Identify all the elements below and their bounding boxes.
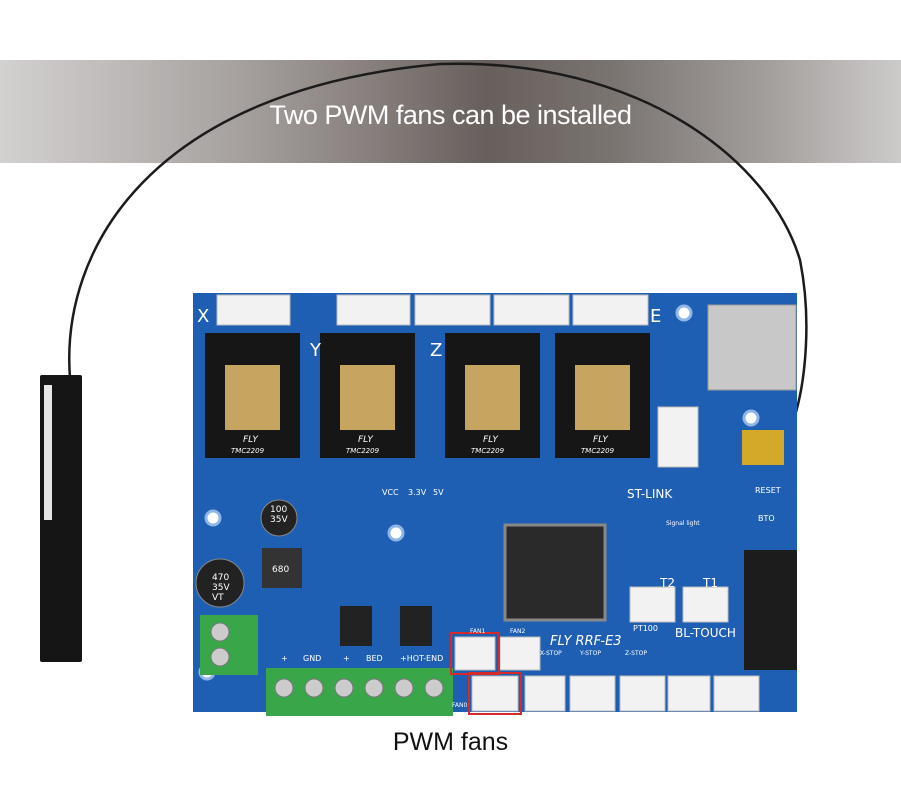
ystop-label: Y-STOP xyxy=(579,650,601,657)
inductor xyxy=(262,548,302,588)
driver-brand: FLY xyxy=(593,435,609,445)
signal-light-label: Signal light xyxy=(666,520,700,527)
stepper-drivers xyxy=(205,333,650,458)
cap-label: 470 xyxy=(212,573,229,583)
reset-label: RESET xyxy=(755,486,781,495)
capacitor-100uf xyxy=(260,499,298,537)
caption-pwm-fans: PWM fans xyxy=(392,728,509,756)
banner-title: Two PWM fans can be installed xyxy=(269,100,632,130)
output-terminal xyxy=(266,668,453,716)
pt100-label: PT100 xyxy=(633,624,658,633)
antenna-wire xyxy=(68,62,808,413)
fan0-label: FAN0 xyxy=(452,702,467,709)
driver-model: TMC2209 xyxy=(346,447,380,455)
power-label: + xyxy=(343,654,350,663)
caption-banner xyxy=(0,60,901,163)
power-terminal xyxy=(200,615,258,675)
v5-label: 5V xyxy=(433,488,444,497)
bl-touch-label: BL-TOUCH xyxy=(675,626,736,640)
axis-label-z: Z xyxy=(430,340,442,361)
cap-label: 35V xyxy=(270,515,288,525)
inductor-label: 680 xyxy=(272,565,289,575)
driver-brand: FLY xyxy=(483,435,499,445)
power-label: + xyxy=(281,654,288,663)
power-label: BED xyxy=(366,654,383,663)
expansion-header xyxy=(744,550,797,670)
axis-label-y: Y xyxy=(309,340,322,361)
t2-label: T2 xyxy=(659,576,675,590)
fan2-label: FAN2 xyxy=(510,628,525,635)
zstop-label: Z-STOP xyxy=(625,650,647,657)
cap-label: 100 xyxy=(270,505,287,515)
power-label: +HOT-END xyxy=(400,654,443,663)
capacitor-470uf xyxy=(195,558,245,608)
cap-label: 35V xyxy=(212,583,230,593)
mcu-chip xyxy=(503,523,607,622)
bto-label: BTO xyxy=(758,514,775,523)
board-name: FLY RRF-E3 xyxy=(550,634,622,649)
driver-model: TMC2209 xyxy=(581,447,615,455)
usb-port xyxy=(742,430,784,465)
xstop-label: X-STOP xyxy=(540,650,562,657)
fan1-label: FAN1 xyxy=(470,628,485,635)
st-link-label: ST-LINK xyxy=(627,487,673,501)
axis-label-x: X xyxy=(197,306,209,327)
fan0-highlight xyxy=(468,672,522,715)
driver-brand: FLY xyxy=(358,435,374,445)
driver-model: TMC2209 xyxy=(471,447,505,455)
v33-label: 3.3V xyxy=(408,488,427,497)
driver-brand: FLY xyxy=(243,435,259,445)
sd-card-slot xyxy=(707,304,797,391)
power-label: GND xyxy=(303,654,321,663)
cap-label: VT xyxy=(212,593,224,603)
vcc-label: VCC xyxy=(382,488,399,497)
t1-label: T1 xyxy=(702,576,718,590)
axis-label-e: E xyxy=(650,306,661,327)
driver-model: TMC2209 xyxy=(231,447,265,455)
